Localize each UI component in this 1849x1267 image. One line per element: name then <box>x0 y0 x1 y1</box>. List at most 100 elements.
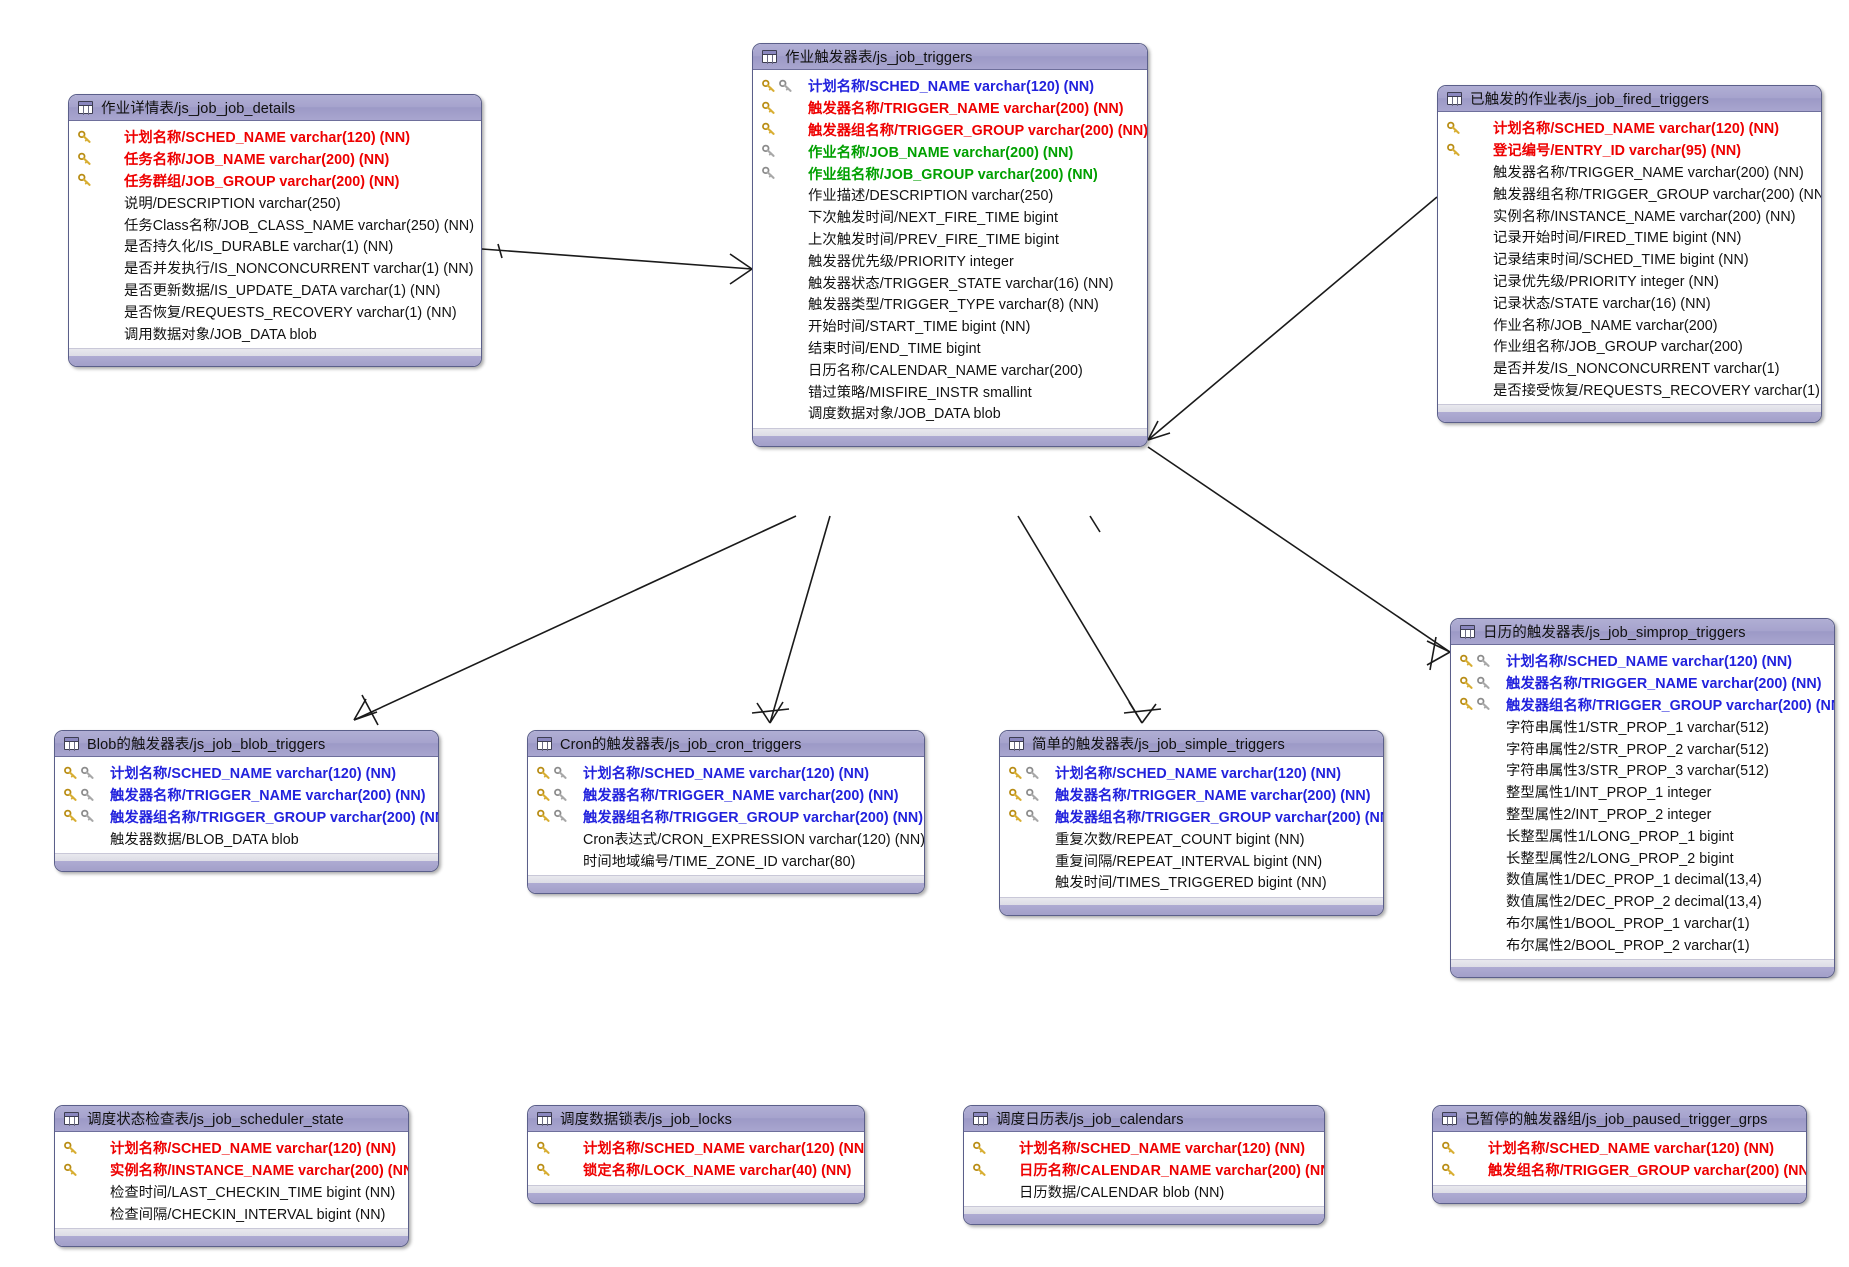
attribute-row[interactable]: 是否更新数据/IS_UPDATE_DATA varchar(1) (NN) <box>69 279 481 301</box>
attribute-row[interactable]: 触发器名称/TRIGGER_NAME varchar(200) (NN) <box>1438 161 1821 183</box>
attribute-row[interactable]: 触发器名称/TRIGGER_NAME varchar(200) (NN) <box>1451 672 1834 694</box>
entity-cron_triggers[interactable]: Cron的触发器表/js_job_cron_triggers 计划名称/SCHED… <box>527 730 925 894</box>
attribute-row[interactable]: 触发器名称/TRIGGER_NAME varchar(200) (NN) <box>1000 784 1383 806</box>
attribute-row[interactable]: 是否接受恢复/REQUESTS_RECOVERY varchar(1) <box>1438 379 1821 401</box>
attribute-row[interactable]: 实例名称/INSTANCE_NAME varchar(200) (NN) <box>1438 204 1821 226</box>
entity-header-calendars[interactable]: 调度日历表/js_job_calendars <box>964 1106 1324 1132</box>
attribute-row[interactable]: 说明/DESCRIPTION varchar(250) <box>69 191 481 213</box>
attribute-row[interactable]: 下次触发时间/NEXT_FIRE_TIME bigint <box>753 206 1147 228</box>
attribute-row[interactable]: 实例名称/INSTANCE_NAME varchar(200) (NN) <box>55 1159 408 1181</box>
attribute-row[interactable]: 字符串属性3/STR_PROP_3 varchar(512) <box>1451 759 1834 781</box>
attribute-row[interactable]: 计划名称/SCHED_NAME varchar(120) (NN) <box>69 126 481 148</box>
attribute-row[interactable]: 时间地域编号/TIME_ZONE_ID varchar(80) <box>528 849 924 871</box>
attribute-row[interactable]: 作业组名称/JOB_GROUP varchar(200) <box>1438 335 1821 357</box>
attribute-row[interactable]: 触发器名称/TRIGGER_NAME varchar(200) (NN) <box>753 97 1147 119</box>
attribute-row[interactable]: 计划名称/SCHED_NAME varchar(120) (NN) <box>1438 117 1821 139</box>
attribute-row[interactable]: 记录状态/STATE varchar(16) (NN) <box>1438 291 1821 313</box>
entity-job_details[interactable]: 作业详情表/js_job_job_details 计划名称/SCHED_NAME … <box>68 94 482 367</box>
entity-calendars[interactable]: 调度日历表/js_job_calendars 计划名称/SCHED_NAME va… <box>963 1105 1325 1226</box>
attribute-row[interactable]: 开始时间/START_TIME bigint (NN) <box>753 315 1147 337</box>
attribute-row[interactable]: 计划名称/SCHED_NAME varchar(120) (NN) <box>753 75 1147 97</box>
attribute-row[interactable]: 触发器状态/TRIGGER_STATE varchar(16) (NN) <box>753 271 1147 293</box>
attribute-row[interactable]: 布尔属性1/BOOL_PROP_1 varchar(1) <box>1451 912 1834 934</box>
attribute-row[interactable]: 触发器组名称/TRIGGER_GROUP varchar(200) (NN) <box>753 119 1147 141</box>
attribute-row[interactable]: 数值属性1/DEC_PROP_1 decimal(13,4) <box>1451 868 1834 890</box>
attribute-row[interactable]: 日历名称/CALENDAR_NAME varchar(200) (NN) <box>964 1159 1324 1181</box>
attribute-row[interactable]: 触发器组名称/TRIGGER_GROUP varchar(200) (NN) <box>528 806 924 828</box>
attribute-row[interactable]: 结束时间/END_TIME bigint <box>753 337 1147 359</box>
attribute-row[interactable]: 错过策略/MISFIRE_INSTR smallint <box>753 380 1147 402</box>
entity-simprop_triggers[interactable]: 日历的触发器表/js_job_simprop_triggers 计划名称/SCHE… <box>1450 618 1835 979</box>
attribute-row[interactable]: 是否恢复/REQUESTS_RECOVERY varchar(1) (NN) <box>69 300 481 322</box>
attribute-row[interactable]: 触发器数据/BLOB_DATA blob <box>55 827 438 849</box>
entity-header-simple_triggers[interactable]: 简单的触发器表/js_job_simple_triggers <box>1000 731 1383 757</box>
attribute-row[interactable]: 字符串属性2/STR_PROP_2 varchar(512) <box>1451 737 1834 759</box>
attribute-row[interactable]: 布尔属性2/BOOL_PROP_2 varchar(1) <box>1451 933 1834 955</box>
entity-header-locks[interactable]: 调度数据锁表/js_job_locks <box>528 1106 864 1132</box>
attribute-row[interactable]: 长整型属性1/LONG_PROP_1 bigint <box>1451 824 1834 846</box>
attribute-row[interactable]: 是否持久化/IS_DURABLE varchar(1) (NN) <box>69 235 481 257</box>
attribute-row[interactable]: 触发器组名称/TRIGGER_GROUP varchar(200) (NN) <box>1438 182 1821 204</box>
attribute-row[interactable]: 计划名称/SCHED_NAME varchar(120) (NN) <box>1000 762 1383 784</box>
entity-simple_triggers[interactable]: 简单的触发器表/js_job_simple_triggers 计划名称/SCHED… <box>999 730 1384 916</box>
attribute-row[interactable]: 记录优先级/PRIORITY integer (NN) <box>1438 270 1821 292</box>
entity-header-scheduler_state[interactable]: 调度状态检查表/js_job_scheduler_state <box>55 1106 408 1132</box>
entity-paused_trigger_grps[interactable]: 已暂停的触发器组/js_job_paused_trigger_grps 计划名称/… <box>1432 1105 1807 1204</box>
attribute-row[interactable]: 重复间隔/REPEAT_INTERVAL bigint (NN) <box>1000 849 1383 871</box>
attribute-row[interactable]: 触发器组名称/TRIGGER_GROUP varchar(200) (NN) <box>1000 806 1383 828</box>
attribute-row[interactable]: 日历数据/CALENDAR blob (NN) <box>964 1181 1324 1203</box>
attribute-row[interactable]: 触发器组名称/TRIGGER_GROUP varchar(200) (NN) <box>55 806 438 828</box>
attribute-row[interactable]: 整型属性1/INT_PROP_1 integer <box>1451 781 1834 803</box>
attribute-row[interactable]: 计划名称/SCHED_NAME varchar(120) (NN) <box>1451 650 1834 672</box>
attribute-row[interactable]: 作业名称/JOB_NAME varchar(200) (NN) <box>753 140 1147 162</box>
entity-header-job_details[interactable]: 作业详情表/js_job_job_details <box>69 95 481 121</box>
attribute-row[interactable]: 上次触发时间/PREV_FIRE_TIME bigint <box>753 228 1147 250</box>
attribute-row[interactable]: 计划名称/SCHED_NAME varchar(120) (NN) <box>55 1137 408 1159</box>
attribute-row[interactable]: 触发时间/TIMES_TRIGGERED bigint (NN) <box>1000 871 1383 893</box>
entity-header-cron_triggers[interactable]: Cron的触发器表/js_job_cron_triggers <box>528 731 924 757</box>
attribute-row[interactable]: 日历名称/CALENDAR_NAME varchar(200) <box>753 358 1147 380</box>
attribute-row[interactable]: 作业名称/JOB_NAME varchar(200) <box>1438 313 1821 335</box>
attribute-row[interactable]: 触发器组名称/TRIGGER_GROUP varchar(200) (NN) <box>1451 694 1834 716</box>
entity-header-simprop_triggers[interactable]: 日历的触发器表/js_job_simprop_triggers <box>1451 619 1834 645</box>
entity-header-triggers[interactable]: 作业触发器表/js_job_triggers <box>753 44 1147 70</box>
attribute-row[interactable]: 任务名称/JOB_NAME varchar(200) (NN) <box>69 148 481 170</box>
entity-header-blob_triggers[interactable]: Blob的触发器表/js_job_blob_triggers <box>55 731 438 757</box>
attribute-row[interactable]: 触发器名称/TRIGGER_NAME varchar(200) (NN) <box>528 784 924 806</box>
entity-header-fired_triggers[interactable]: 已触发的作业表/js_job_fired_triggers <box>1438 86 1821 112</box>
attribute-row[interactable]: 调度数据对象/JOB_DATA blob <box>753 402 1147 424</box>
entity-scheduler_state[interactable]: 调度状态检查表/js_job_scheduler_state 计划名称/SCHED… <box>54 1105 409 1248</box>
attribute-row[interactable]: Cron表达式/CRON_EXPRESSION varchar(120) (NN… <box>528 827 924 849</box>
attribute-row[interactable]: 长整型属性2/LONG_PROP_2 bigint <box>1451 846 1834 868</box>
attribute-row[interactable]: 作业组名称/JOB_GROUP varchar(200) (NN) <box>753 162 1147 184</box>
attribute-row[interactable]: 登记编号/ENTRY_ID varchar(95) (NN) <box>1438 139 1821 161</box>
entity-fired_triggers[interactable]: 已触发的作业表/js_job_fired_triggers 计划名称/SCHED_… <box>1437 85 1822 424</box>
attribute-row[interactable]: 计划名称/SCHED_NAME varchar(120) (NN) <box>1433 1137 1806 1159</box>
attribute-row[interactable]: 记录开始时间/FIRED_TIME bigint (NN) <box>1438 226 1821 248</box>
attribute-row[interactable]: 调用数据对象/JOB_DATA blob <box>69 322 481 344</box>
attribute-row[interactable]: 计划名称/SCHED_NAME varchar(120) (NN) <box>55 762 438 784</box>
attribute-row[interactable]: 检查间隔/CHECKIN_INTERVAL bigint (NN) <box>55 1202 408 1224</box>
attribute-row[interactable]: 触发器优先级/PRIORITY integer <box>753 249 1147 271</box>
attribute-row[interactable]: 字符串属性1/STR_PROP_1 varchar(512) <box>1451 715 1834 737</box>
attribute-row[interactable]: 触发器类型/TRIGGER_TYPE varchar(8) (NN) <box>753 293 1147 315</box>
attribute-row[interactable]: 检查时间/LAST_CHECKIN_TIME bigint (NN) <box>55 1181 408 1203</box>
attribute-row[interactable]: 计划名称/SCHED_NAME varchar(120) (NN) <box>528 1137 864 1159</box>
attribute-row[interactable]: 触发器名称/TRIGGER_NAME varchar(200) (NN) <box>55 784 438 806</box>
attribute-row[interactable]: 作业描述/DESCRIPTION varchar(250) <box>753 184 1147 206</box>
attribute-row[interactable]: 任务Class名称/JOB_CLASS_NAME varchar(250) (N… <box>69 213 481 235</box>
attribute-row[interactable]: 重复次数/REPEAT_COUNT bigint (NN) <box>1000 827 1383 849</box>
attribute-row[interactable]: 是否并发/IS_NONCONCURRENT varchar(1) <box>1438 357 1821 379</box>
attribute-row[interactable]: 触发组名称/TRIGGER_GROUP varchar(200) (NN) <box>1433 1159 1806 1181</box>
attribute-row[interactable]: 记录结束时间/SCHED_TIME bigint (NN) <box>1438 248 1821 270</box>
attribute-row[interactable]: 计划名称/SCHED_NAME varchar(120) (NN) <box>528 762 924 784</box>
attribute-row[interactable]: 是否并发执行/IS_NONCONCURRENT varchar(1) (NN) <box>69 257 481 279</box>
attribute-row[interactable]: 计划名称/SCHED_NAME varchar(120) (NN) <box>964 1137 1324 1159</box>
entity-locks[interactable]: 调度数据锁表/js_job_locks 计划名称/SCHED_NAME varch… <box>527 1105 865 1204</box>
attribute-row[interactable]: 整型属性2/INT_PROP_2 integer <box>1451 803 1834 825</box>
attribute-row[interactable]: 数值属性2/DEC_PROP_2 decimal(13,4) <box>1451 890 1834 912</box>
attribute-row[interactable]: 任务群组/JOB_GROUP varchar(200) (NN) <box>69 170 481 192</box>
entity-blob_triggers[interactable]: Blob的触发器表/js_job_blob_triggers 计划名称/SCHED… <box>54 730 439 873</box>
entity-header-paused_trigger_grps[interactable]: 已暂停的触发器组/js_job_paused_trigger_grps <box>1433 1106 1806 1132</box>
entity-triggers[interactable]: 作业触发器表/js_job_triggers 计划名称/SCHED_NAME va… <box>752 43 1148 447</box>
